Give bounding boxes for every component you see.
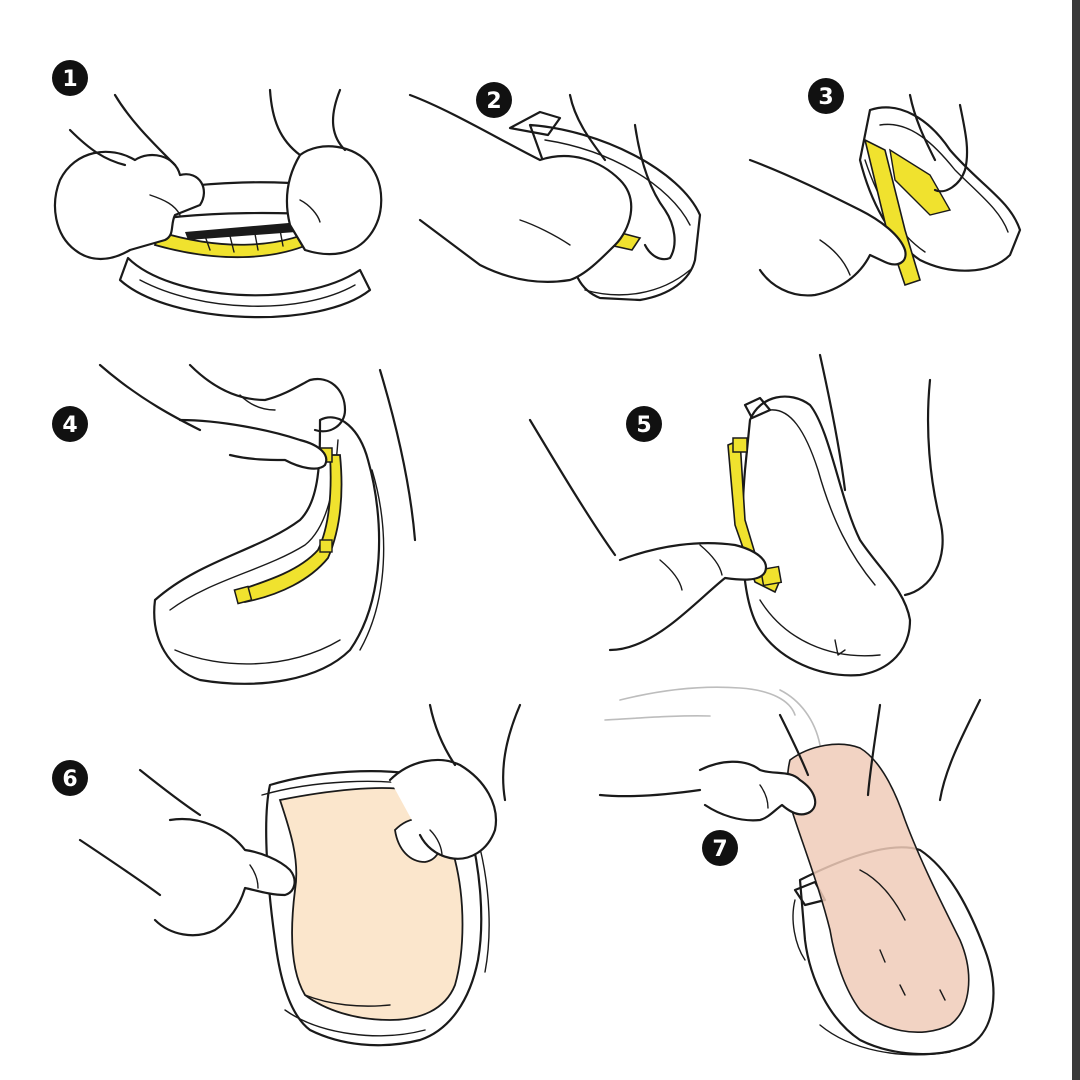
step-2-badge: 2 (476, 82, 512, 118)
step-4-illustration (98, 363, 417, 685)
step-6-badge: 6 (52, 760, 88, 796)
step-5-badge: 5 (626, 406, 662, 442)
step-3-illustration (748, 93, 1022, 297)
step-6-number: 6 (62, 767, 77, 792)
step-5-hand (608, 542, 768, 652)
frame-edge-bar (1072, 0, 1080, 1080)
step-1-left-hand (53, 150, 206, 261)
step-3-hand (748, 158, 907, 297)
step-4-yellow-strap (238, 454, 343, 604)
step-4-goggle-frame (153, 416, 381, 685)
step-2-goggle-frame (528, 123, 702, 302)
step-4-hand (178, 418, 328, 470)
step-1-number: 1 (62, 67, 77, 92)
step-6-left-hand (153, 817, 296, 937)
step-1-badge: 1 (52, 60, 88, 96)
step-7-hand (698, 760, 817, 822)
step-3-badge: 3 (808, 78, 844, 114)
step-4-badge: 4 (52, 406, 88, 442)
step-1-goggle-bottom (118, 256, 372, 319)
step-2-number: 2 (486, 89, 501, 114)
step-7-badge: 7 (702, 830, 738, 866)
step-5-illustration (528, 353, 944, 677)
step-6-illustration (78, 703, 522, 1047)
step-2-hand (408, 93, 633, 283)
step-4-number: 4 (62, 413, 77, 438)
step-7-illustration (598, 686, 995, 1056)
step-2-illustration (408, 93, 702, 302)
step-3-number: 3 (818, 85, 833, 110)
step-5-number: 5 (636, 413, 651, 438)
step-7-rose-lens (786, 743, 970, 1033)
step-7-number: 7 (712, 837, 727, 862)
step-1-right-hand (285, 145, 383, 256)
step-5-goggle-frame (741, 395, 912, 677)
step-1-illustration (53, 88, 383, 319)
